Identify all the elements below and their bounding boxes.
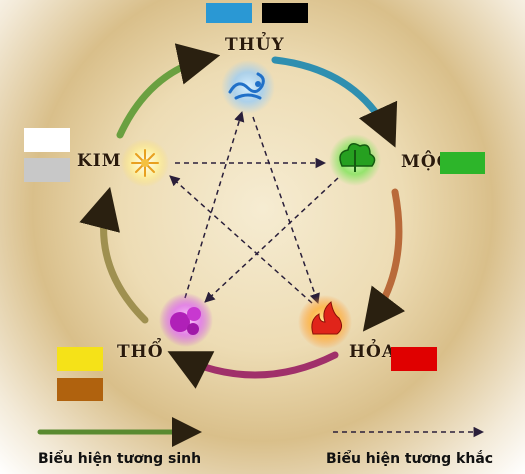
generating-cycle [79,43,406,389]
water-icon [221,60,275,114]
swatch-thuy-blue [206,3,252,23]
dash-moc-to-tho [204,177,339,303]
metal-icon [121,139,169,187]
dash-tho-to-thuy [184,110,245,299]
label-kim: KIM [77,151,122,171]
legend-generating-label: Biểu hiện tương sinh [38,451,202,467]
arc-tho-to-kim [79,186,149,324]
wood-icon [329,134,381,186]
arc-hoa-to-tho [167,351,339,389]
swatch-hoa-red [391,347,437,371]
legend-overcoming-label: Biểu hiện tương khắc [326,451,494,467]
swatch-kim-gray [24,158,70,182]
swatch-moc-green [440,152,485,174]
arc-moc-to-hoa [362,188,406,332]
swatch-tho-yellow [57,347,103,371]
swatch-thuy-black [262,3,308,23]
earth-icon [159,293,213,347]
dash-hoa-to-kim [169,175,313,304]
overcoming-cycle [169,110,339,304]
label-tho: THỔ [117,342,164,362]
label-thuy: THỦY [225,35,285,55]
label-moc: MỘC [401,152,452,172]
fire-icon [298,295,352,349]
swatch-kim-white [24,128,70,152]
swatch-tho-brown [57,378,103,401]
label-hoa: HỎA [349,342,397,362]
dash-thuy-to-hoa [252,116,320,304]
arc-kim-to-thuy [116,43,221,139]
arc-thuy-to-moc [271,56,398,148]
